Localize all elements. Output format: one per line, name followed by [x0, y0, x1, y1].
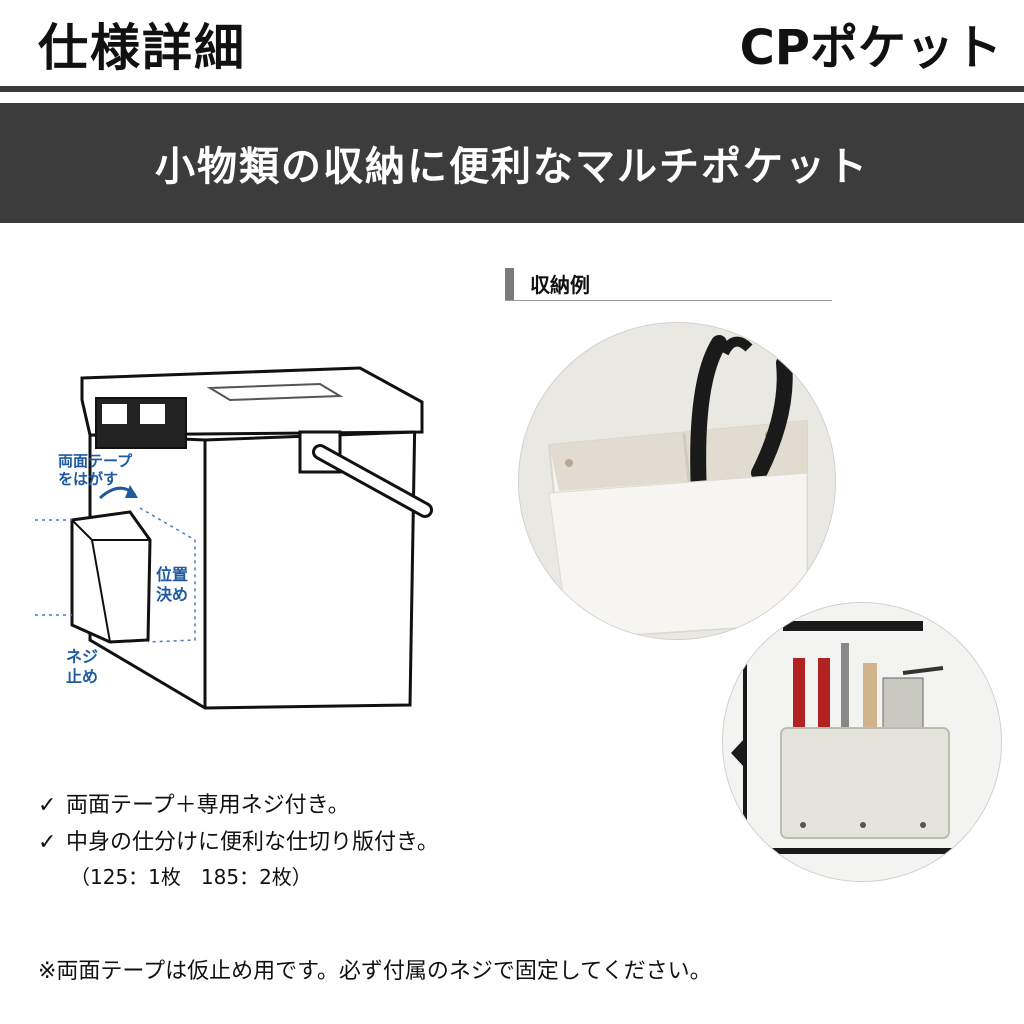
product-name: CPポケット: [739, 20, 1002, 76]
headline-banner: 小物類の収納に便利なマルチポケット: [0, 103, 1024, 223]
page-title: 仕様詳細: [38, 19, 246, 77]
position-label: 位置: [156, 565, 189, 584]
example-underline: [505, 300, 832, 301]
screw-label: ネジ: [66, 647, 99, 666]
feature-text-1: 両面テープ＋専用ネジ付き。: [66, 793, 350, 818]
tape-annotation: 両面テープ をはがす: [58, 452, 132, 488]
cooler-illustration: 両面テープ をはがす 位置 決め ネジ 止め: [30, 340, 480, 720]
tools-photo-drawing: [723, 603, 1001, 881]
screw-label-2: 止め: [66, 667, 99, 686]
example-photo-tools: [722, 602, 1002, 882]
feature-item-1: ✓ 両面テープ＋専用ネジ付き。: [38, 790, 350, 822]
cooler-drawing: [35, 366, 433, 710]
section-marker: [505, 268, 514, 300]
footer-note: ※両面テープは仮止め用です。必ず付属のネジで固定してください。: [38, 959, 712, 984]
check-icon: ✓: [38, 830, 57, 855]
tape-label: 両面テープ: [58, 452, 133, 470]
pliers-photo-drawing: [519, 323, 835, 639]
example-photo-pliers: [518, 322, 836, 640]
headline-text: 小物類の収納に便利なマルチポケット: [155, 144, 869, 190]
check-icon: ✓: [38, 793, 57, 818]
feature-subnote: （125：1枚 185：2枚）: [70, 865, 312, 889]
screw-annotation: ネジ 止め: [66, 647, 98, 687]
feature-item-2: ✓ 中身の仕分けに便利な仕切り版付き。: [38, 827, 439, 859]
header-divider: [0, 86, 1024, 92]
example-heading: 収納例: [530, 273, 590, 297]
tape-label-2: をはがす: [58, 470, 119, 488]
position-annotation: 位置 決め: [156, 565, 188, 605]
feature-text-2: 中身の仕分けに便利な仕切り版付き。: [66, 830, 439, 855]
position-label-2: 決め: [156, 585, 189, 604]
